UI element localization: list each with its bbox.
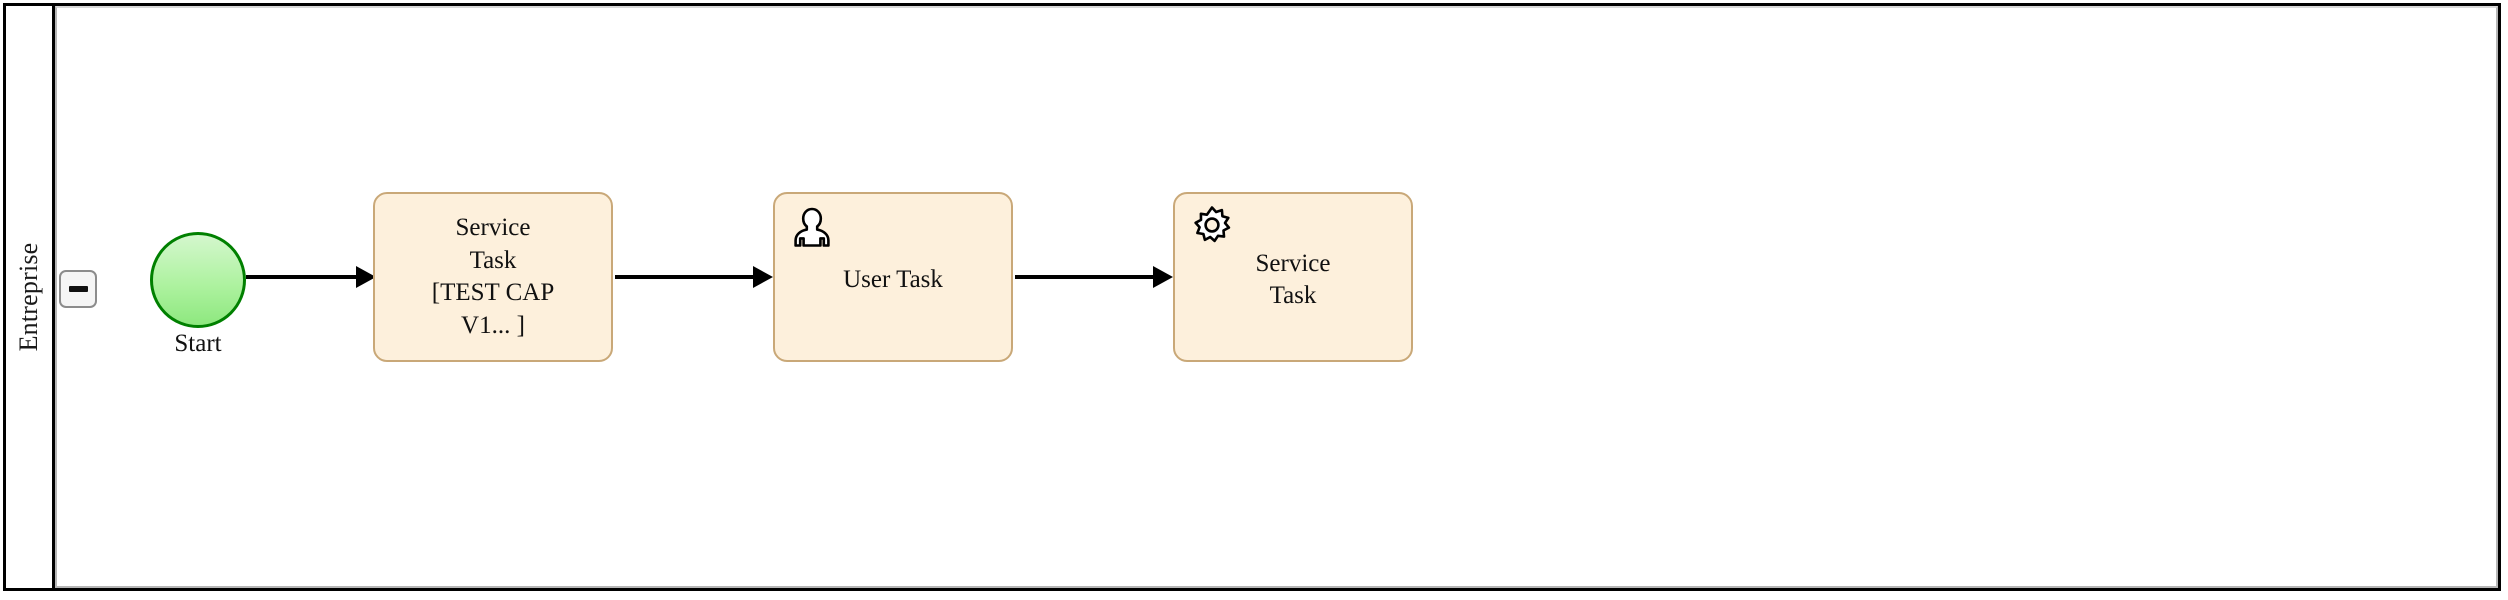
task-user-task-1[interactable]: User Task [773, 192, 1013, 362]
task-line: [TEST CAP [431, 279, 555, 306]
gear-icon [1189, 204, 1235, 250]
minus-icon [68, 286, 88, 292]
task-line: Task [1269, 282, 1317, 309]
task-line: Task [469, 246, 517, 274]
task-label-service-task-2: Service Task [1246, 248, 1341, 313]
task-line: Service [1255, 249, 1331, 277]
user-icon [789, 204, 835, 250]
sequence-flow-2[interactable] [615, 263, 773, 291]
task-label-service-task-1: Service Task [TEST CAP V1... ] [422, 212, 564, 342]
sequence-flow-1[interactable] [246, 263, 376, 291]
lane-title-label: Entreprise [14, 242, 43, 352]
sequence-flow-3[interactable] [1015, 263, 1173, 291]
task-line: V1... ] [461, 311, 525, 339]
start-event[interactable] [150, 232, 246, 328]
task-service-task-2[interactable]: Service Task [1173, 192, 1413, 362]
task-line: Service [455, 214, 531, 241]
task-label-user-task-1: User Task [843, 265, 943, 293]
task-service-task-1[interactable]: Service Task [TEST CAP V1... ] [373, 192, 613, 362]
start-event-label: Start [174, 330, 222, 357]
lane-collapse-button[interactable] [59, 270, 97, 308]
pool-entreprise: Entreprise [3, 3, 2501, 591]
lane-header: Entreprise [6, 6, 55, 588]
